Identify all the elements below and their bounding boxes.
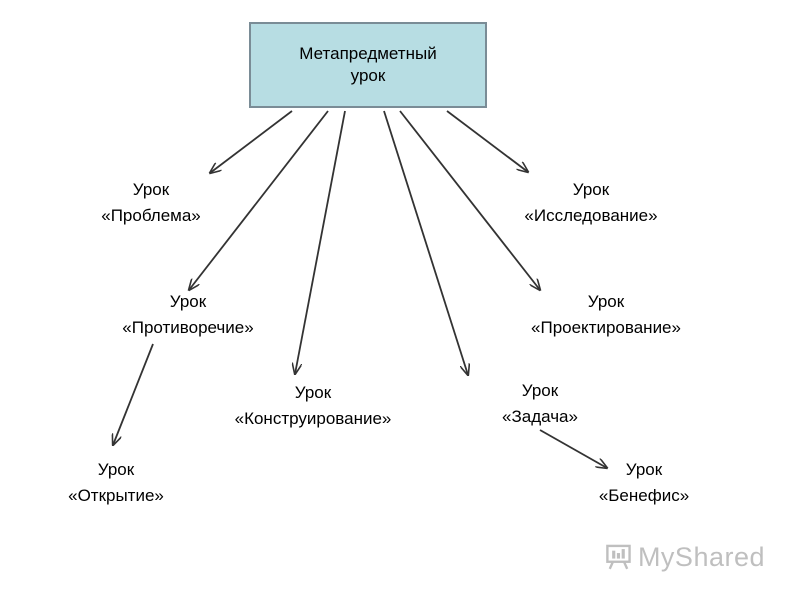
node-label-line2: «Открытие» bbox=[68, 486, 164, 505]
node-problema: Урок «Проблема» bbox=[101, 177, 201, 229]
watermark-logo: MyShared bbox=[605, 538, 765, 576]
node-label-line1: Урок bbox=[572, 180, 610, 199]
node-label-line1: Урок bbox=[132, 180, 170, 199]
node-label-line1: Урок bbox=[625, 460, 663, 479]
arrow-to-benefis bbox=[539, 429, 607, 468]
arrow-to-protivorechie bbox=[189, 110, 329, 290]
node-konstruirovanie: Урок «Конструирование» bbox=[235, 380, 392, 432]
node-label-line2: «Задача» bbox=[502, 407, 578, 426]
node-label-line2: «Проблема» bbox=[101, 206, 201, 225]
node-benefis: Урок «Бенефис» bbox=[599, 457, 689, 509]
node-issledovanie: Урок «Исследование» bbox=[524, 177, 657, 229]
node-label-line1: Урок bbox=[97, 460, 135, 479]
node-label-line2: «Исследование» bbox=[524, 206, 658, 225]
root-node-line1: Метапредметный bbox=[299, 44, 437, 63]
node-label-line2: «Проектирование» bbox=[531, 318, 681, 337]
arrow-to-otkrytie bbox=[113, 343, 154, 445]
node-label-line1: Урок bbox=[521, 381, 559, 400]
node-protivorechie: Урок «Противоречие» bbox=[122, 289, 253, 341]
arrow-to-problema bbox=[210, 110, 293, 173]
arrow-to-konstruirovanie bbox=[295, 110, 346, 374]
presentation-board-icon bbox=[606, 544, 631, 570]
watermark-text: MyShared bbox=[637, 541, 765, 572]
root-node-line2: урок bbox=[350, 66, 386, 85]
node-label-line2: «Бенефис» bbox=[598, 486, 690, 505]
root-node-box: Метапредметный урок bbox=[249, 22, 487, 108]
node-proektirovanie: Урок «Проектирование» bbox=[531, 289, 681, 341]
node-label-line1: Урок bbox=[294, 383, 332, 402]
node-label-line2: «Конструирование» bbox=[234, 409, 392, 428]
node-label-line2: «Противоречие» bbox=[122, 318, 254, 337]
arrow-to-zadacha bbox=[383, 110, 468, 375]
node-label-line1: Урок bbox=[587, 292, 625, 311]
node-zadacha: Урок «Задача» bbox=[502, 378, 578, 430]
node-label-line1: Урок bbox=[169, 292, 207, 311]
arrow-to-issledovanie bbox=[446, 110, 528, 172]
node-otkrytie: Урок «Открытие» bbox=[68, 457, 164, 509]
arrow-to-proektirovanie bbox=[399, 110, 540, 290]
